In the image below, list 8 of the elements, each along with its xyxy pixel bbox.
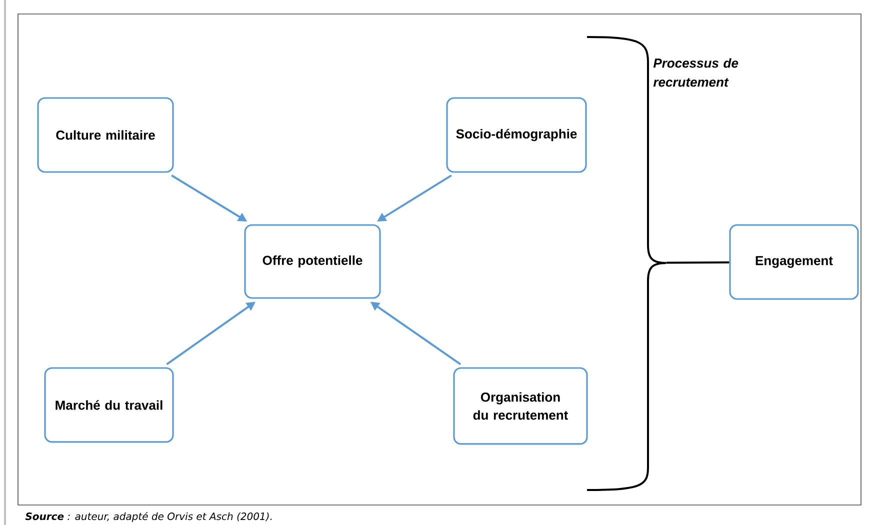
box: Culture militaire [37, 97, 174, 173]
box: Offre potentielle [244, 224, 381, 299]
box: Engagement [729, 224, 859, 300]
box: Marché du travail [44, 367, 174, 443]
brace-label: Processus de recrutement [653, 58, 738, 87]
box: Socio-démographie [446, 97, 587, 173]
box: Organisation du recrutement [453, 367, 588, 445]
caption: Source : auteur, adapté de Orvis et Asch (2001). [25, 512, 272, 522]
